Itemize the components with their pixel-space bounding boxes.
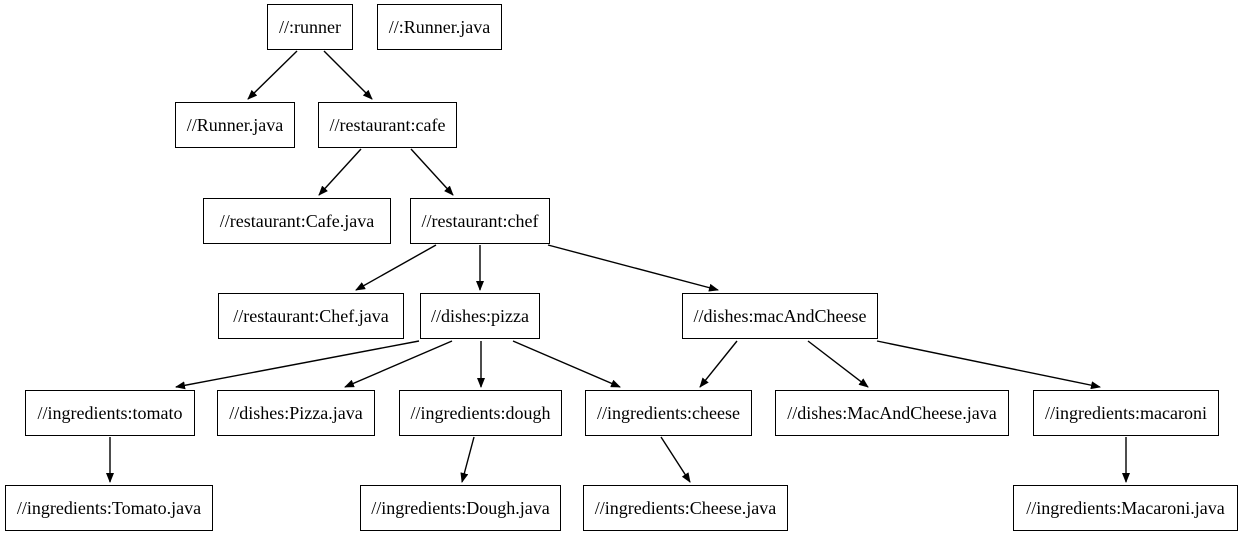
graph-node-label: //ingredients:macaroni [1045, 403, 1207, 423]
graph-node-label: //Runner.java [186, 115, 284, 135]
graph-node-runner_java[interactable]: //Runner.java [175, 102, 295, 148]
graph-edge-dishes_pizza-to-ing_tomato [175, 340, 420, 390]
graph-edge-dishes_mac-to-ing_macaroni [876, 340, 1101, 390]
graph-edge-dishes_mac-to-ing_cheese [699, 340, 738, 388]
graph-node-label: //:Runner.java [388, 17, 491, 37]
graph-edge-restaurant_chef-to-restaurant_chef_java [355, 244, 437, 291]
graph-node-label: //dishes:macAndCheese [693, 306, 867, 326]
graph-node-label: //restaurant:Chef.java [233, 306, 389, 326]
graph-node-label: //dishes:MacAndCheese.java [787, 403, 997, 423]
graph-node-label: //ingredients:tomato [37, 403, 183, 423]
graph-edge-ing_dough-to-ing_dough_java [460, 436, 475, 483]
graph-edge-restaurant_cafe-to-restaurant_chef [410, 148, 454, 196]
graph-node-label: //:runner [279, 17, 341, 37]
graph-node-dishes_mac[interactable]: //dishes:macAndCheese [682, 293, 878, 339]
graph-edge-restaurant_chef-to-dishes_mac [547, 244, 719, 292]
graph-node-restaurant_chef_java[interactable]: //restaurant:Chef.java [218, 293, 404, 339]
graph-node-label: //restaurant:chef [421, 211, 539, 231]
graph-node-ing_macaroni_java[interactable]: //ingredients:Macaroni.java [1013, 485, 1238, 531]
graph-node-runner[interactable]: //:runner [267, 4, 353, 50]
graph-node-label: //ingredients:dough [410, 403, 551, 423]
graph-node-ing_cheese[interactable]: //ingredients:cheese [585, 390, 752, 436]
graph-node-ing_cheese_java[interactable]: //ingredients:Cheese.java [583, 485, 788, 531]
graph-node-label: //ingredients:cheese [597, 403, 740, 423]
graph-node-dishes_pizza_java[interactable]: //dishes:Pizza.java [217, 390, 375, 436]
graph-edge-runner-to-runner_java [247, 50, 298, 100]
graph-node-ing_tomato[interactable]: //ingredients:tomato [25, 390, 195, 436]
graph-edge-dishes_pizza-to-ing_cheese [512, 340, 621, 388]
graph-node-dishes_pizza[interactable]: //dishes:pizza [420, 293, 540, 339]
graph-node-label: //ingredients:Dough.java [371, 498, 550, 518]
graph-node-label: //restaurant:cafe [329, 115, 446, 135]
graph-node-dishes_mac_java[interactable]: //dishes:MacAndCheese.java [775, 390, 1009, 436]
graph-node-restaurant_chef[interactable]: //restaurant:chef [410, 198, 550, 244]
graph-node-label: //restaurant:Cafe.java [219, 211, 375, 231]
graph-node-runner_java_root[interactable]: //:Runner.java [377, 4, 502, 50]
graph-node-ing_dough_java[interactable]: //ingredients:Dough.java [360, 485, 561, 531]
graph-node-ing_tomato_java[interactable]: //ingredients:Tomato.java [5, 485, 213, 531]
graph-node-label: //ingredients:Tomato.java [16, 498, 202, 518]
graph-node-restaurant_cafe_java[interactable]: //restaurant:Cafe.java [203, 198, 391, 244]
graph-edge-runner-to-restaurant_cafe [323, 50, 373, 100]
graph-node-restaurant_cafe[interactable]: //restaurant:cafe [318, 102, 457, 148]
graph-node-label: //ingredients:Cheese.java [594, 498, 777, 518]
graph-edge-ing_cheese-to-ing_cheese_java [660, 436, 691, 483]
graph-edge-restaurant_cafe-to-restaurant_cafe_java [318, 148, 362, 196]
graph-node-label: //dishes:Pizza.java [229, 403, 363, 423]
graph-node-label: //ingredients:Macaroni.java [1026, 498, 1225, 518]
graph-node-label: //dishes:pizza [431, 306, 529, 326]
graph-edge-dishes_pizza-to-dishes_pizza_java [344, 340, 453, 388]
graph-node-ing_macaroni[interactable]: //ingredients:macaroni [1033, 390, 1219, 436]
graph-node-ing_dough[interactable]: //ingredients:dough [399, 390, 562, 436]
graph-edge-dishes_mac-to-dishes_mac_java [807, 340, 869, 388]
